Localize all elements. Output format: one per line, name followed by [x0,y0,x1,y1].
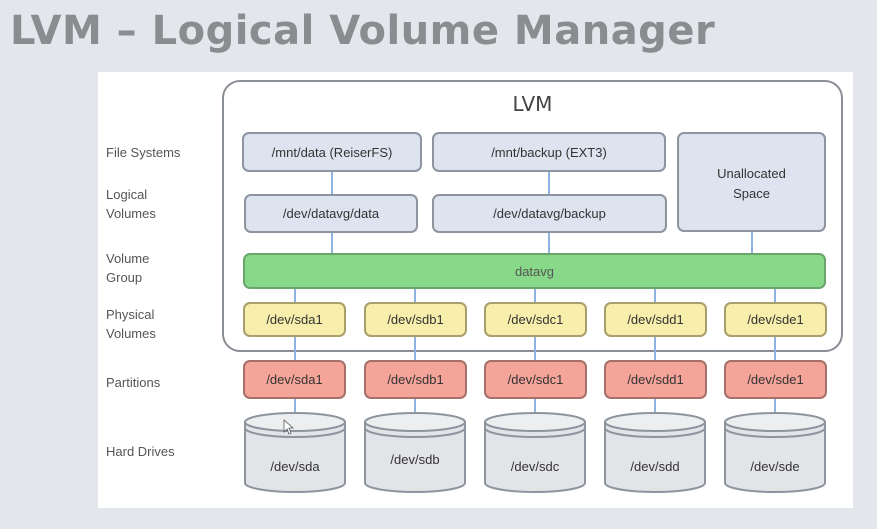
row-label-partitions: Partitions [106,375,161,390]
row-label-volume-group-line1: Volume [106,251,150,266]
lvm-title: LVM [512,92,553,116]
row-label-physical-volumes-line2: Volumes [106,326,156,341]
row-label-logical-volumes-line1: Logical [106,187,148,202]
pv-sdd1-box: /dev/sdd1 [604,302,707,337]
partition-sda1-box: /dev/sda1 [243,360,346,399]
pv-sdb1-box: /dev/sdb1 [364,302,467,337]
pv-sdc1-box: /dev/sdc1 [484,302,587,337]
pv-sde1-box: /dev/sde1 [724,302,827,337]
fs-backup-box: /mnt/backup (EXT3) [432,132,666,172]
volume-group-bar: datavg [243,253,826,289]
partition-sde1-box: /dev/sde1 [724,360,827,399]
lv-data-box: /dev/datavg/data [244,194,418,233]
row-label-logical-volumes-line2: Volumes [106,206,156,221]
row-label-physical-volumes-line1: Physical [106,307,155,322]
row-label-file-systems: File Systems [106,145,181,160]
fs-data-box: /mnt/data (ReiserFS) [242,132,422,172]
row-label-hard-drives: Hard Drives [106,444,175,459]
page-title: LVM – Logical Volume Manager [10,8,716,54]
disk-sda-label: /dev/sda [270,459,320,474]
unallocated-label-line2: Space [733,186,770,201]
unallocated-label-line1: Unallocated [717,166,786,181]
disk-sdc-label: /dev/sdc [510,459,560,474]
unallocated-space-box: Unallocated Space [677,132,826,232]
disk-sdb-label: /dev/sdb [390,452,440,467]
partition-sdd1-box: /dev/sdd1 [604,360,707,399]
partition-sdb1-box: /dev/sdb1 [364,360,467,399]
partition-sdc1-box: /dev/sdc1 [484,360,587,399]
pv-sda1-box: /dev/sda1 [243,302,346,337]
row-label-volume-group-line2: Group [106,270,143,285]
lv-backup-box: /dev/datavg/backup [432,194,667,233]
disk-sde-label: /dev/sde [750,459,800,474]
disk-sdd-label: /dev/sdd [630,459,680,474]
